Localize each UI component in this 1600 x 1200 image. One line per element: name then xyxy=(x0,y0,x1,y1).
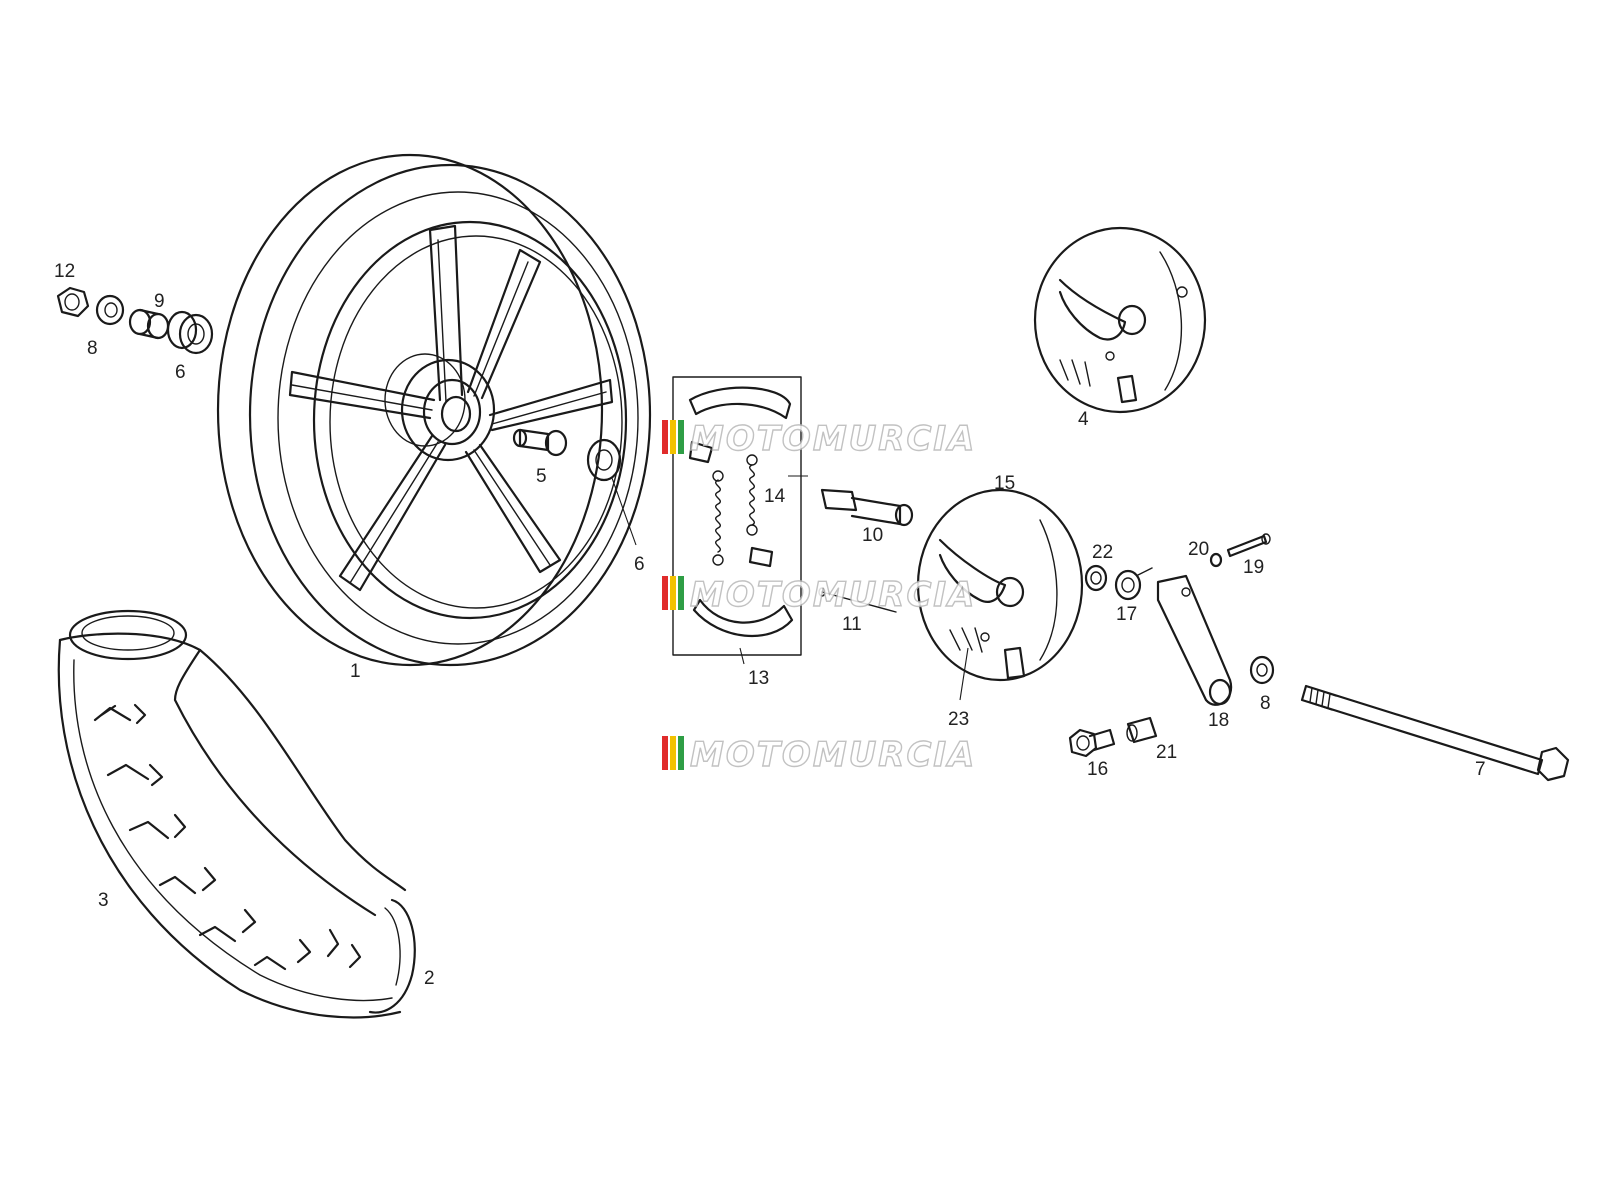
spacer-21 xyxy=(1126,716,1158,744)
washer-8-left xyxy=(95,294,125,326)
bearing-6-left xyxy=(166,310,214,355)
watermark-1: MOTOMURCIA xyxy=(662,418,976,460)
tyre-tread xyxy=(93,703,362,971)
brake-plate-4 xyxy=(1033,226,1207,414)
brake-lever-18 xyxy=(1156,574,1233,706)
indicator-17 xyxy=(1114,567,1153,601)
nut-20 xyxy=(1209,552,1223,568)
inner-tube xyxy=(368,898,416,1014)
label-16: 16 xyxy=(1087,759,1108,780)
spacer-9 xyxy=(128,308,170,340)
label-10: 10 xyxy=(862,525,883,546)
label-1: 1 xyxy=(350,661,361,682)
label-19: 19 xyxy=(1243,557,1264,578)
watermark-text: MOTOMURCIA xyxy=(690,735,976,775)
tyre xyxy=(57,609,407,1019)
label-6-right: 6 xyxy=(634,554,645,575)
brake-shoes-group xyxy=(672,376,802,656)
label-14: 14 xyxy=(764,486,786,507)
label-23: 23 xyxy=(948,709,969,730)
label-13: 13 xyxy=(748,668,769,689)
watermark-3: MOTOMURCIA xyxy=(662,734,976,776)
label-12: 12 xyxy=(54,261,75,282)
label-7: 7 xyxy=(1475,759,1486,780)
label-3: 3 xyxy=(98,890,109,911)
label-2: 2 xyxy=(424,968,435,989)
label-17: 17 xyxy=(1116,604,1137,625)
bolt-19 xyxy=(1226,533,1271,558)
label-15: 15 xyxy=(994,473,1015,494)
watermark-2: MOTOMURCIA xyxy=(662,574,976,616)
nut-16 xyxy=(1068,728,1116,758)
watermark-text: MOTOMURCIA xyxy=(690,575,976,615)
label-8-right: 8 xyxy=(1260,693,1271,714)
label-20: 20 xyxy=(1188,539,1209,560)
label-18: 18 xyxy=(1208,710,1229,731)
axle-7 xyxy=(1300,684,1570,782)
label-9: 9 xyxy=(154,291,165,312)
label-5: 5 xyxy=(536,466,547,487)
washer-8-right xyxy=(1249,655,1275,685)
wheel-hub xyxy=(384,353,496,462)
bearing-6-right xyxy=(586,438,622,482)
spring-right xyxy=(746,454,758,536)
brake-cam-10 xyxy=(820,488,914,527)
nut-12 xyxy=(56,286,90,318)
washer-22 xyxy=(1084,564,1108,592)
label-22: 22 xyxy=(1092,542,1113,563)
label-6-left: 6 xyxy=(175,362,186,383)
leader-lines xyxy=(611,475,969,701)
wheel-spokes xyxy=(288,224,614,592)
wheel-rim xyxy=(216,153,652,667)
brake-plate-15 xyxy=(916,488,1084,682)
label-4: 4 xyxy=(1078,409,1089,430)
pin-11 xyxy=(818,587,897,613)
label-8-left: 8 xyxy=(87,338,98,359)
part-labels: 1 2 3 4 5 6 6 7 8 8 9 10 11 12 13 14 15 … xyxy=(54,261,1486,989)
label-21: 21 xyxy=(1156,742,1177,763)
label-11: 11 xyxy=(842,614,862,635)
watermark-text: MOTOMURCIA xyxy=(690,419,976,459)
speedo-drive-5 xyxy=(512,428,568,457)
spring-left xyxy=(712,470,724,566)
